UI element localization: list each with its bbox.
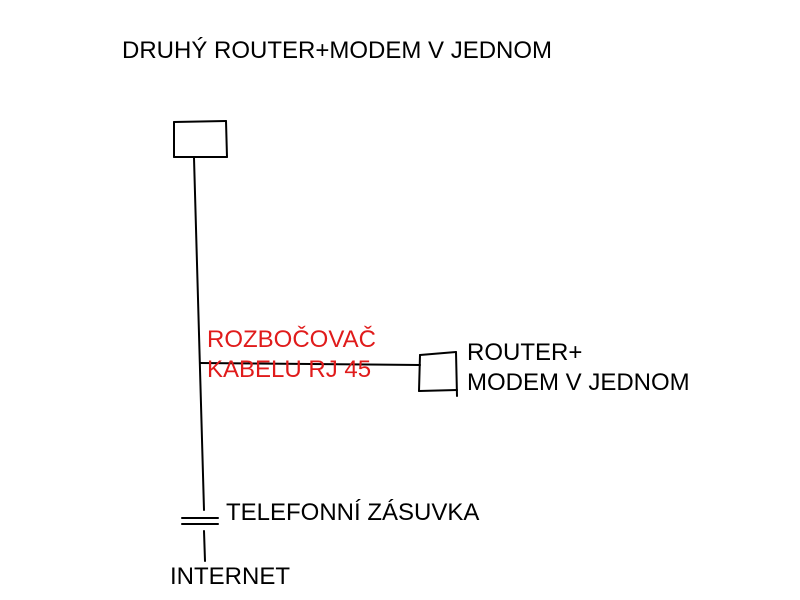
phone-socket-label: TELEFONNÍ ZÁSUVKA: [226, 499, 480, 526]
main-cable: [193, 157, 205, 511]
router-box: [418, 351, 458, 397]
phone-socket-symbol: [181, 517, 219, 525]
splitter-label-line1: ROZBOČOVAČ: [207, 326, 376, 353]
splitter-label: ROZBOČOVAČ KABELU RJ 45: [207, 325, 376, 385]
internet-label: INTERNET: [170, 563, 290, 590]
internet-cable: [203, 530, 206, 562]
second-router-box: [173, 120, 228, 158]
second-router-label: DRUHÝ ROUTER+MODEM V JEDNOM: [122, 37, 553, 64]
branch-cable: [199, 362, 421, 366]
router-label-line1: ROUTER+: [467, 339, 583, 366]
router-label-line2: MODEM V JEDNOM: [467, 369, 690, 396]
splitter-label-line2: KABELU RJ 45: [207, 356, 372, 383]
router-label: ROUTER+ MODEM V JEDNOM: [467, 338, 690, 398]
